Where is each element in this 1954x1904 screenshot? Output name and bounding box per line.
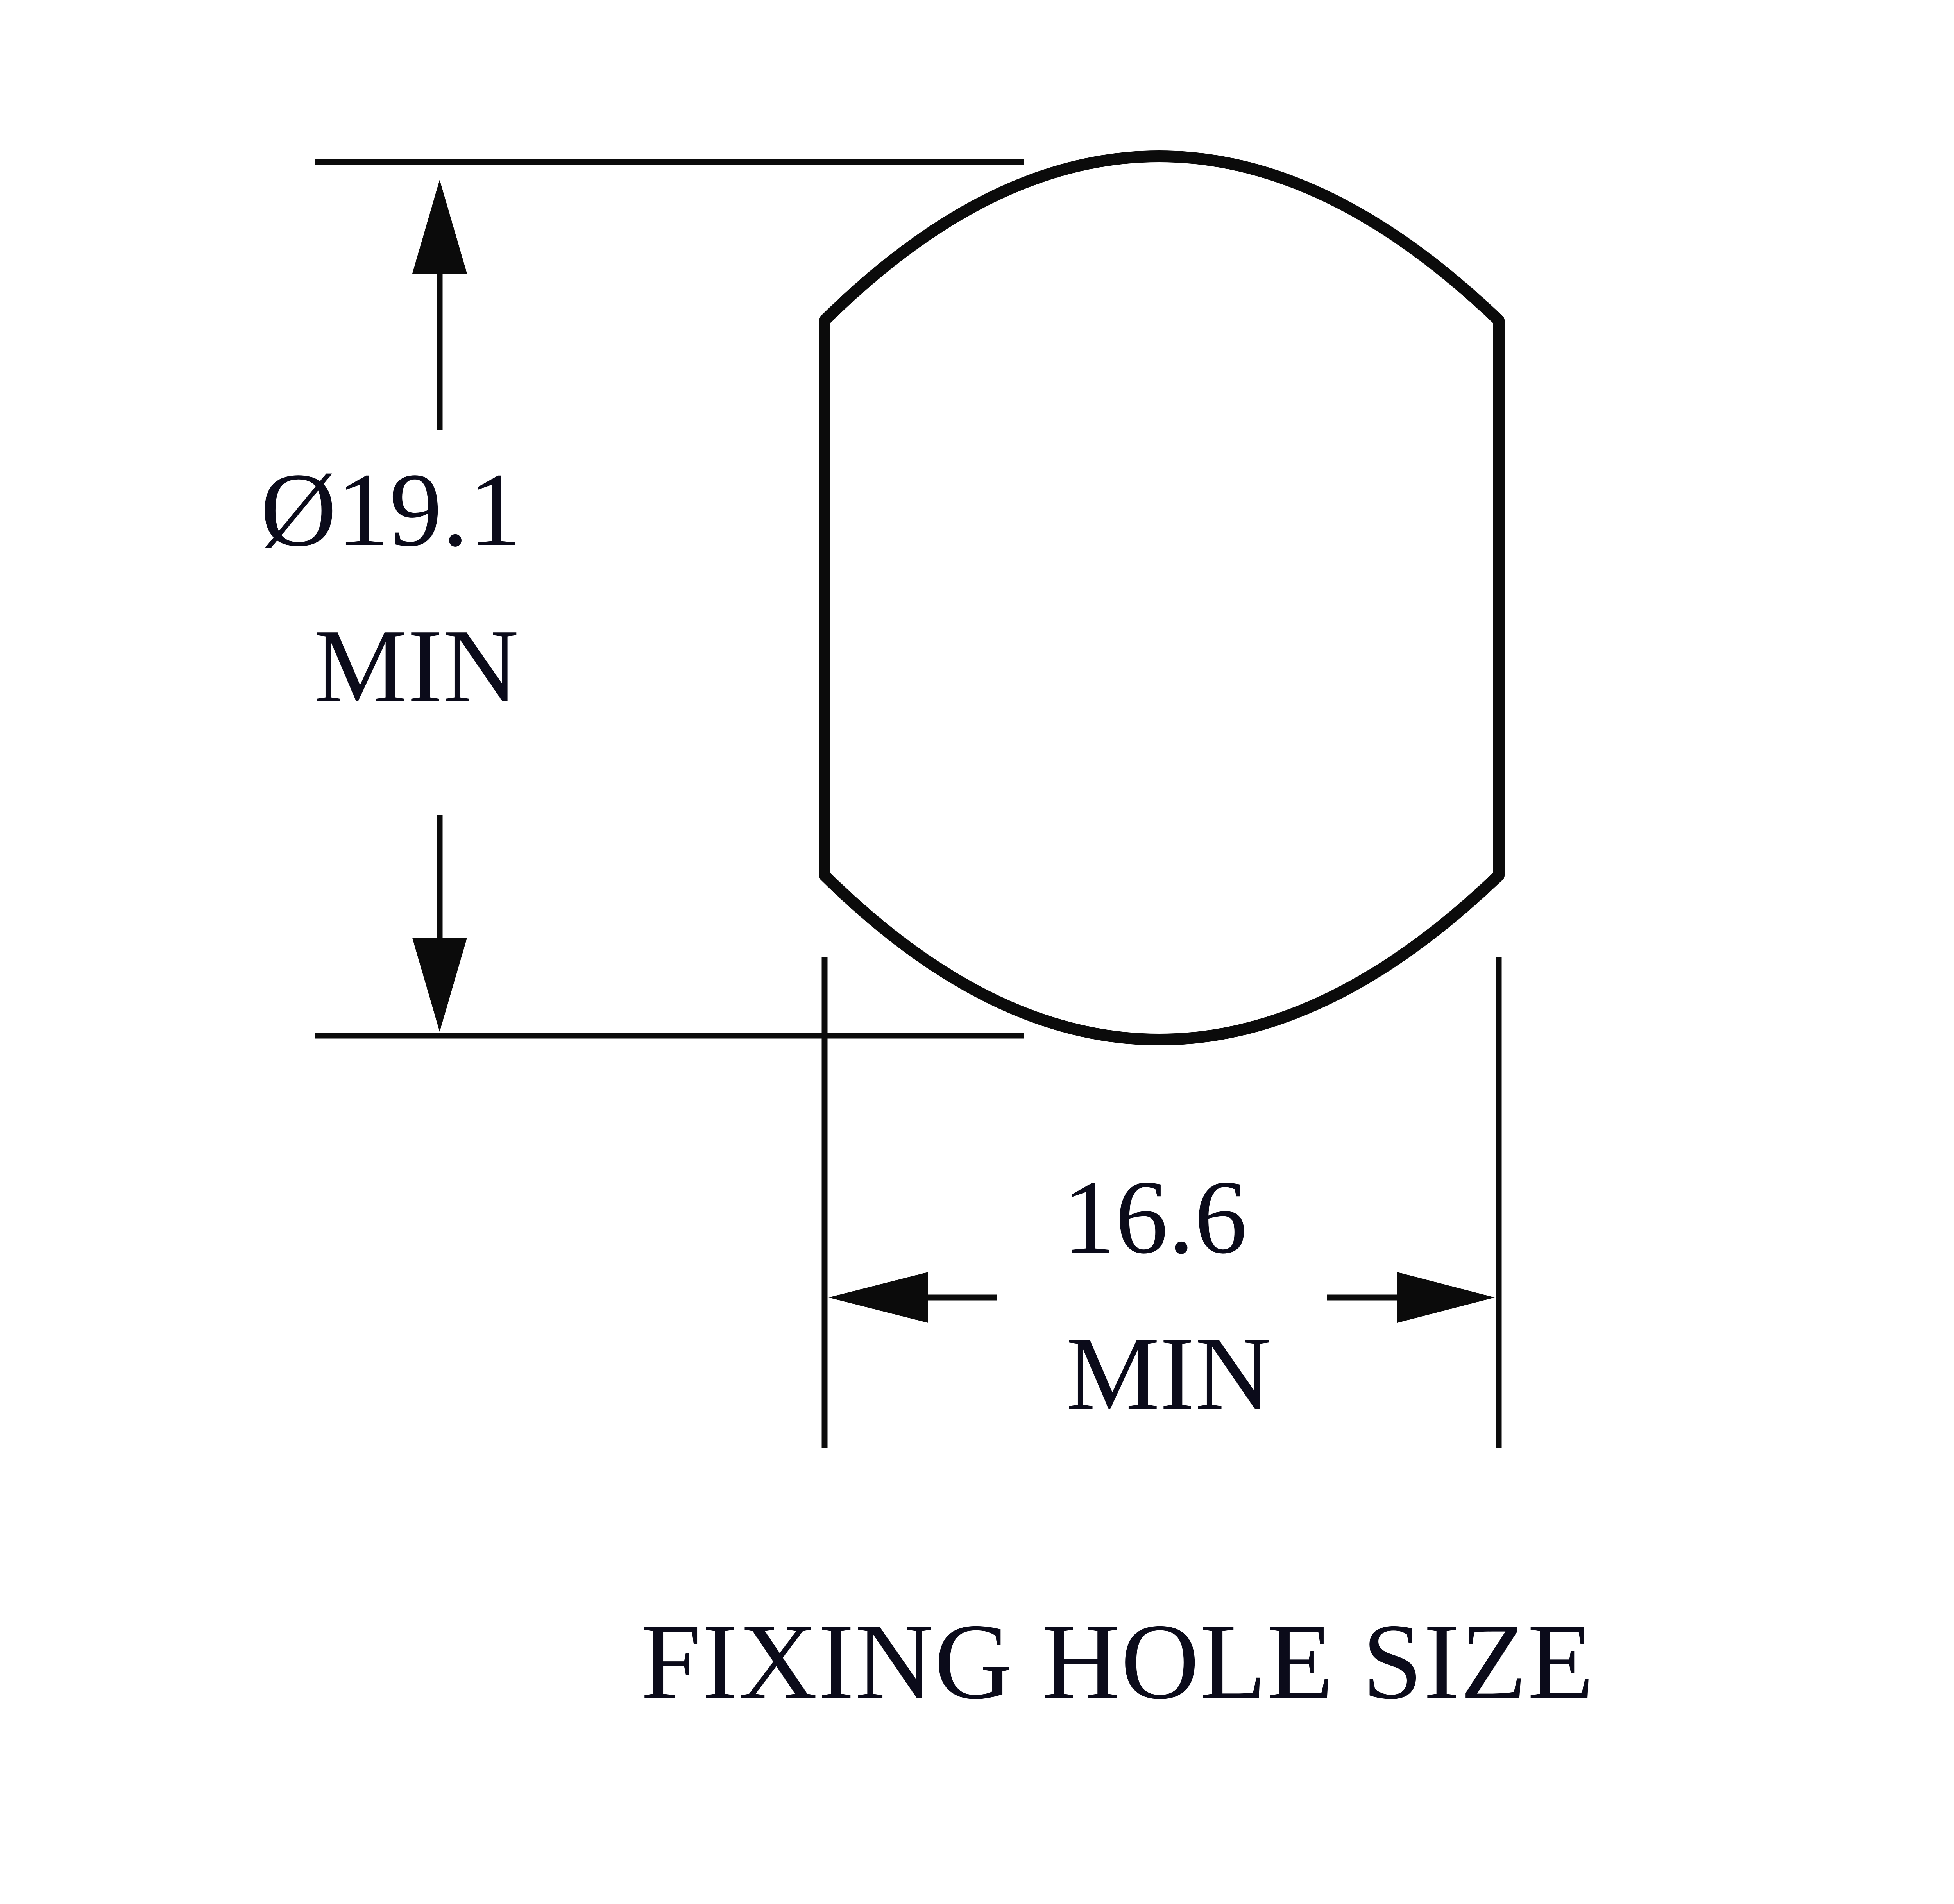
height-dimension-qualifier: MIN [314,608,519,725]
hole-profile-group [819,150,1505,1045]
width-dimension-qualifier: MIN [1066,1315,1271,1432]
width-arrowhead-left [828,1272,928,1323]
height-arrowhead-up [412,180,467,274]
height-dimension-group: Ø19.1 MIN [260,159,1024,1039]
hole-profile-outline [819,150,1505,1045]
diagram-caption: FIXING HOLE SIZE [641,1602,1594,1722]
height-arrowhead-down [412,938,467,1032]
height-dimension-value: Ø19.1 [260,451,521,568]
width-arrowhead-right [1397,1272,1495,1323]
width-dimension-group: 16.6 MIN [821,957,1502,1448]
width-dimension-value: 16.6 [1063,1159,1247,1276]
